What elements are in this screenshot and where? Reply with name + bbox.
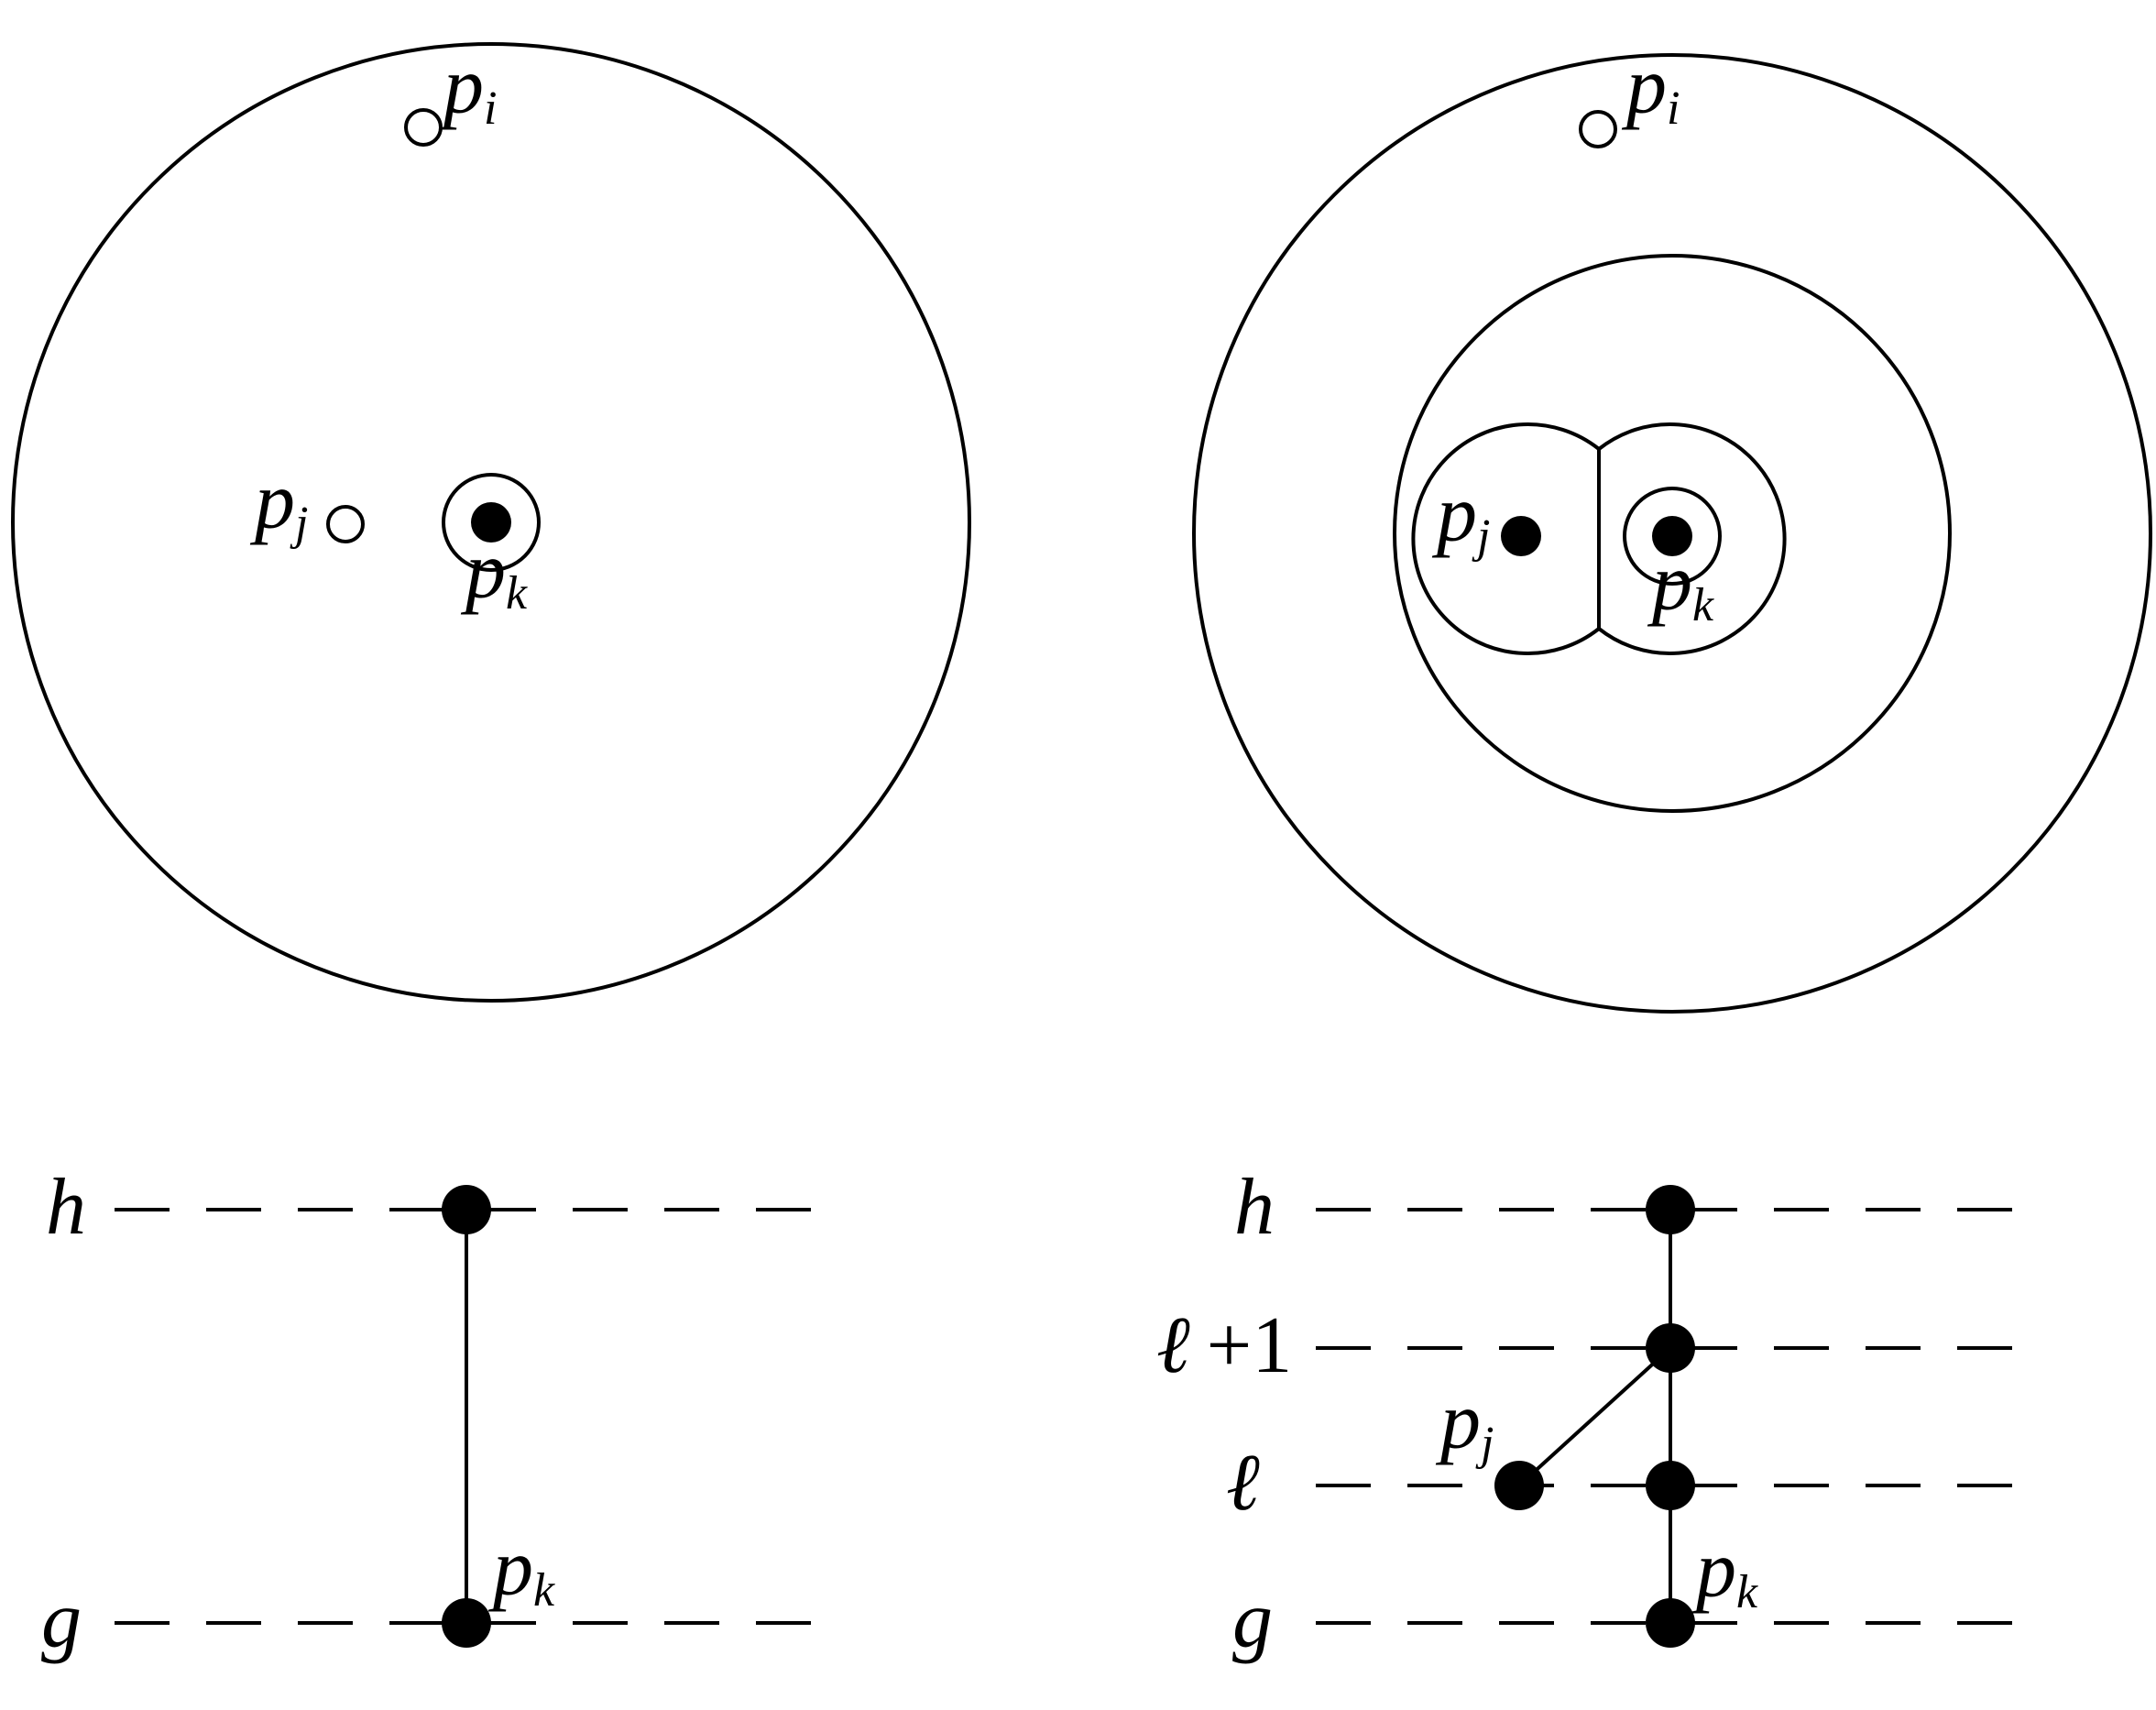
label-pk: pk	[1647, 539, 1714, 631]
top-right-panel: pi pj pk	[1192, 42, 2152, 1014]
label-pi: pi	[1621, 42, 1680, 135]
label-pk: pk	[1691, 1526, 1758, 1618]
level-label-g: g	[41, 1576, 82, 1665]
ring-pk	[1623, 487, 1722, 586]
label-pj: pj	[1431, 470, 1490, 563]
bottom-right-panel: h ℓ+1 ℓ g pj pk	[1156, 1163, 2016, 1665]
level-label-g: g	[1232, 1576, 1273, 1665]
level-label-h: h	[46, 1163, 86, 1252]
outer-circle	[11, 42, 971, 1003]
middle-circle	[1393, 254, 1952, 813]
bottom-left-panel: h g pk	[41, 1163, 815, 1665]
node-l-plus-1	[1646, 1323, 1695, 1373]
node-pj	[1494, 1461, 1544, 1510]
ring-pk	[442, 473, 541, 572]
level-label-h: h	[1234, 1163, 1275, 1252]
node-h	[442, 1185, 491, 1234]
node-pk	[442, 1598, 491, 1648]
node-pk	[1646, 1598, 1695, 1648]
point-pj-hollow	[326, 505, 365, 543]
node-h	[1646, 1185, 1695, 1234]
point-pi-hollow	[1579, 110, 1617, 148]
node-l	[1646, 1461, 1695, 1510]
point-pi-hollow	[404, 108, 443, 147]
level-label-l-plus-1: ℓ+1	[1156, 1301, 1292, 1390]
top-left-panel: pi pj pk	[11, 42, 971, 1003]
point-pj	[1501, 516, 1541, 556]
label-pj: pj	[1435, 1377, 1494, 1470]
label-pk: pk	[460, 527, 528, 619]
edge-pj	[1517, 1346, 1672, 1487]
label-pi: pi	[438, 42, 497, 135]
point-pk	[471, 502, 511, 543]
label-pj: pj	[249, 457, 308, 550]
label-pk: pk	[487, 1524, 555, 1617]
outer-circle	[1192, 53, 2152, 1014]
level-label-l: ℓ	[1226, 1439, 1260, 1528]
point-pk	[1652, 516, 1692, 556]
